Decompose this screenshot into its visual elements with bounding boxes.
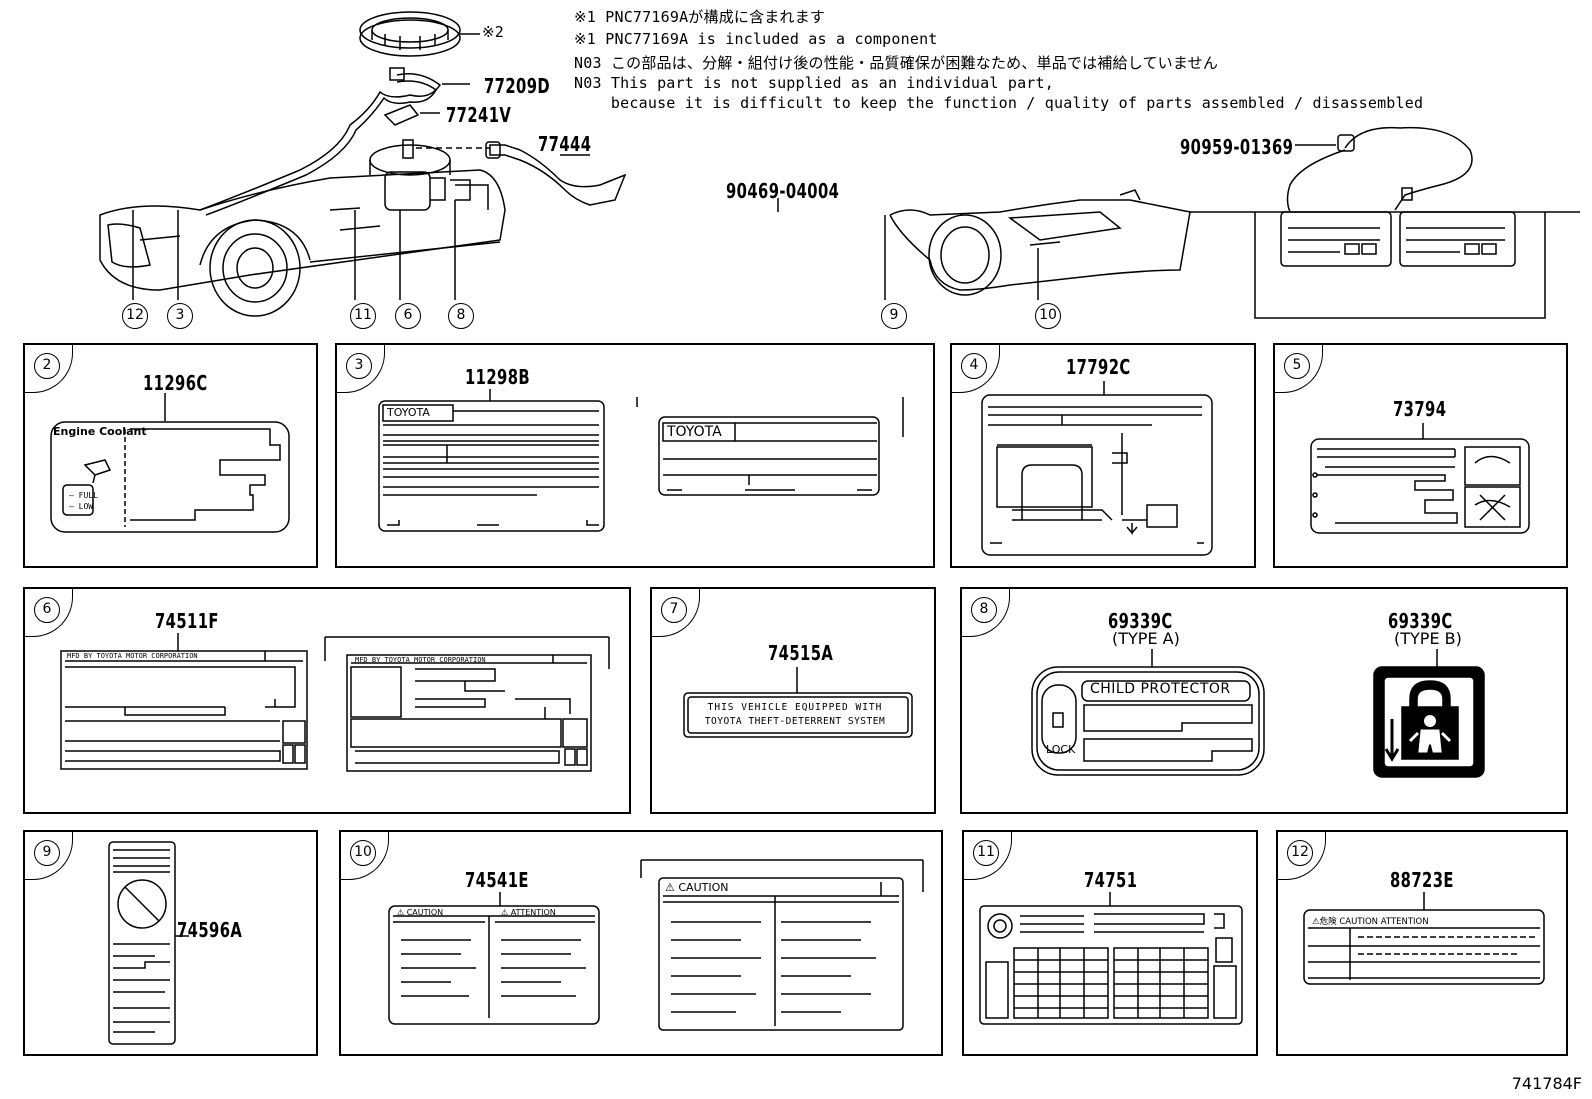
part-number: 11298B xyxy=(465,365,531,389)
caution-text-1: ⚠ CAUTION xyxy=(397,908,444,917)
panel-number: 7 xyxy=(661,597,687,623)
note-n03-en-1: N03 This part is not supplied as an indi… xyxy=(574,74,1054,92)
panel-4: 4 17792C xyxy=(950,343,1256,568)
callout-9: 9 xyxy=(881,303,907,329)
part-number-77209D: 77209D xyxy=(484,74,551,98)
part-number: 17792C xyxy=(1066,355,1131,379)
low-mark: — LOW xyxy=(69,502,94,511)
panel-9: 9 74596A xyxy=(23,830,318,1056)
callout-12: 12 xyxy=(122,303,148,329)
callout-8: 8 xyxy=(448,303,474,329)
part-number: 74541E xyxy=(465,868,529,892)
part-number: 74511F xyxy=(155,609,219,633)
part-number: 74751 xyxy=(1084,868,1138,892)
mfd-text-2: MFD BY TOYOTA MOTOR CORPORATION xyxy=(355,656,486,664)
part-number: 88723E xyxy=(1390,868,1454,892)
lock-text: LOCK xyxy=(1046,743,1076,756)
caution-header: ⚠危険 CAUTION ATTENTION xyxy=(1312,917,1429,927)
panel-number: 9 xyxy=(34,840,60,866)
panel-number: 4 xyxy=(961,353,987,379)
part-number: 74515A xyxy=(768,641,834,665)
type-b-label: (TYPE B) xyxy=(1394,629,1462,648)
part-number-77444: 77444 xyxy=(538,132,592,156)
part-number-type-b: 69339C xyxy=(1388,609,1453,633)
part-number: 74596A xyxy=(177,918,243,942)
theft-line-1: THIS VEHICLE EQUIPPED WITH xyxy=(707,702,883,713)
brand-text-2: TOYOTA xyxy=(667,424,722,440)
attention-text-1: ⚠ ATTENTION xyxy=(501,908,556,917)
theft-line-2: TOYOTA THEFT-DETERRENT SYSTEM xyxy=(704,716,886,727)
note-n03-jp: N03 この部品は、分解・組付け後の性能・品質確保が困難なため、単品では補給して… xyxy=(574,54,1219,72)
panel-number: 11 xyxy=(973,840,999,866)
panel-7: 7 74515A THIS VEHICLE EQUIPPED WITH TOYO… xyxy=(650,587,936,814)
brand-text-1: TOYOTA xyxy=(387,406,430,419)
mark-2: ※2 xyxy=(482,23,504,41)
full-mark: — FULL xyxy=(69,491,98,500)
part-number-90469-04004: 90469-04004 xyxy=(726,179,840,203)
panel-8: 8 69339C (TYPE A) 69339C (TYPE B) CHILD … xyxy=(960,587,1568,814)
part-number-90959-01369: 90959-01369 xyxy=(1180,135,1294,159)
child-protector-text: CHILD PROTECTOR xyxy=(1090,681,1231,697)
panel-number: 6 xyxy=(34,597,60,623)
panel-12: 12 88723E ⚠危険 CAUTION ATTENTION xyxy=(1276,830,1568,1056)
diagram-id: 741784F xyxy=(1511,1074,1582,1093)
note-1-en: ※1 PNC77169A is included as a component xyxy=(574,30,938,48)
note-1-jp: ※1 PNC77169Aが構成に含まれます xyxy=(574,8,826,26)
part-number: 11296C xyxy=(143,371,208,395)
caution-text-2: ⚠ CAUTION xyxy=(665,881,729,894)
panel-number: 10 xyxy=(350,840,376,866)
panel-2: 2 11296C Engine Coolant — FULL — LOW xyxy=(23,343,318,568)
panel-10: 10 74541E ⚠ CAUTION ⚠ ATTENTION ⚠ CAUTIO… xyxy=(339,830,943,1056)
panel-3: 3 11298B TOYOTA TOYOTA xyxy=(335,343,935,568)
coolant-label: Engine Coolant xyxy=(53,425,147,438)
part-number: 73794 xyxy=(1393,397,1447,421)
part-number-77241V: 77241V xyxy=(446,103,512,127)
panel-number: 2 xyxy=(34,353,60,379)
mfd-text-1: MFD BY TOYOTA MOTOR CORPORATION xyxy=(67,652,198,660)
callout-10: 10 xyxy=(1035,303,1061,329)
callout-3: 3 xyxy=(167,303,193,329)
panel-number: 3 xyxy=(346,353,372,379)
panel-6: 6 74511F MFD BY TOYOTA MOTOR CORPORATION… xyxy=(23,587,631,814)
part-number-type-a: 69339C xyxy=(1108,609,1173,633)
panel-number: 12 xyxy=(1287,840,1313,866)
callout-11: 11 xyxy=(350,303,376,329)
panel-5: 5 73794 xyxy=(1273,343,1568,568)
vehicle-illustration xyxy=(99,11,1580,319)
note-n03-en-2: because it is difficult to keep the func… xyxy=(574,94,1424,112)
callout-6: 6 xyxy=(395,303,421,329)
panel-number: 5 xyxy=(1284,353,1310,379)
panel-11: 11 74751 xyxy=(962,830,1258,1056)
panel-number: 8 xyxy=(971,597,997,623)
type-a-label: (TYPE A) xyxy=(1112,629,1180,648)
